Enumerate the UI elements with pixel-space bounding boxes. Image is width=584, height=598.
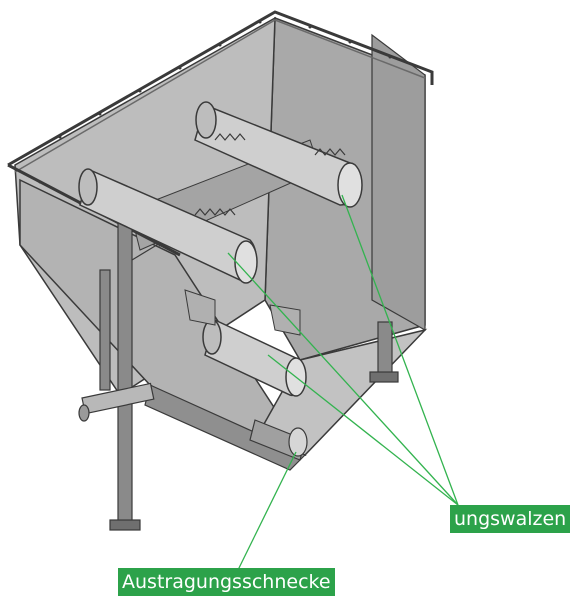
- roller-upper: [194, 101, 363, 208]
- support-legs: [99, 221, 399, 531]
- label-mask: [342, 505, 452, 533]
- hopper-right-wall: [371, 33, 426, 332]
- roller-middle: [78, 168, 258, 284]
- drive-shaft: [78, 382, 155, 422]
- callout-rollers-label: ungswalzen: [450, 505, 571, 533]
- leader-lines: [227, 194, 459, 571]
- top-rim-inner: [14, 19, 426, 173]
- callout-auger-label: Austragungsschnecke: [118, 568, 335, 596]
- auger-outlet: [249, 419, 308, 461]
- top-rim: [7, 10, 434, 167]
- roller-lower: [184, 289, 307, 397]
